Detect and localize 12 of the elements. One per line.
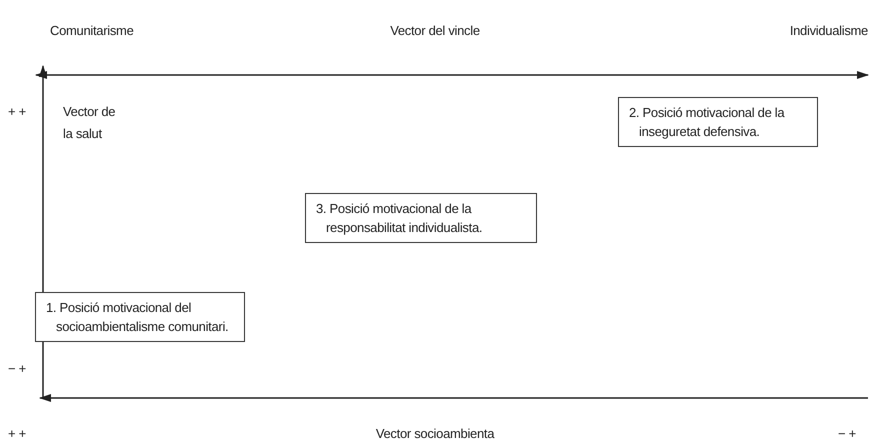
axis-label: Comunitarisme [50,22,134,40]
scale-mark: − + [838,425,856,443]
axis-title: Vector socioambienta [376,425,494,443]
position-box: 3. Posició motivacional de la responsabilitat individualista. [305,193,537,243]
axis-title: Vector del vincle [390,22,480,40]
position-box: 2. Posició motivacional de la inseguretat defensiva. [618,97,818,147]
scale-mark: − + [8,360,26,378]
scale-mark: + + [8,103,26,121]
scale-mark: + + [8,425,26,443]
axis-title: Vector de la salut [63,103,116,143]
position-box: 1. Posició motivacional del socioambientalisme comunitari. [35,292,245,342]
axis-label: Individualisme [790,22,868,40]
